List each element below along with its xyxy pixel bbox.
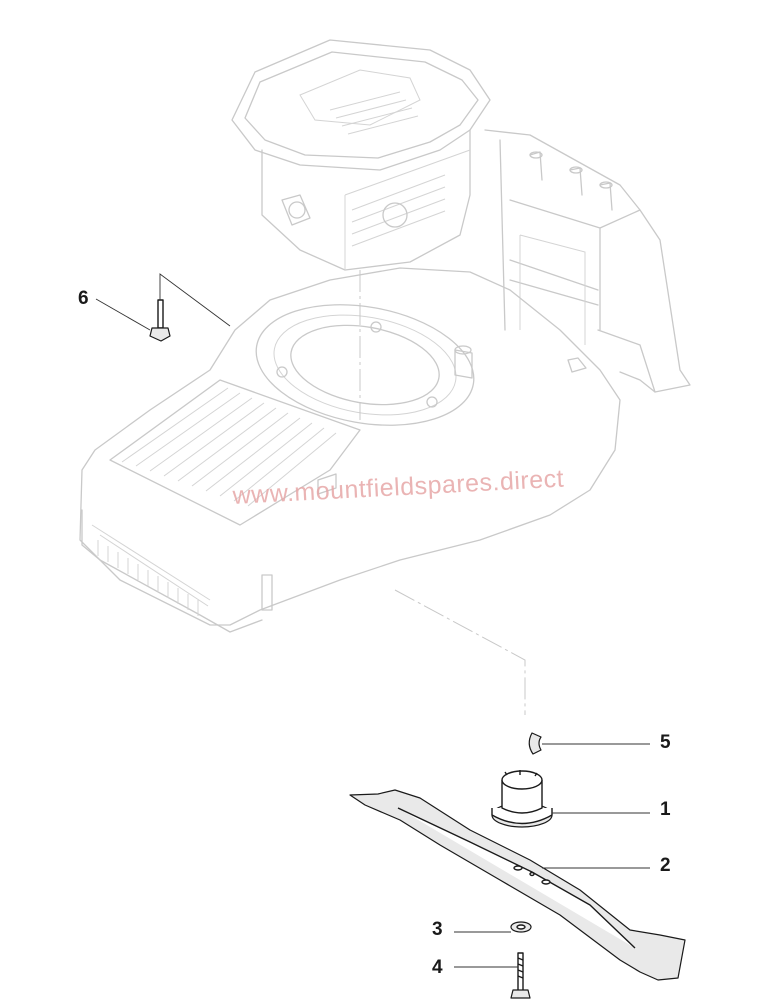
deck-screw-part [95,273,231,342]
key-part [528,732,650,755]
blade-part [349,789,686,981]
blade-adaptor-part [491,770,650,828]
callout-3: 3 [432,919,443,940]
callout-2: 2 [660,855,671,876]
callout-4: 4 [432,957,443,978]
callout-1: 1 [660,799,671,820]
callout-5: 5 [660,732,671,753]
washer-part [454,921,532,933]
callout-6: 6 [78,288,89,309]
blade-bolt-part [454,952,531,999]
mower-deck-drawing [79,39,691,715]
